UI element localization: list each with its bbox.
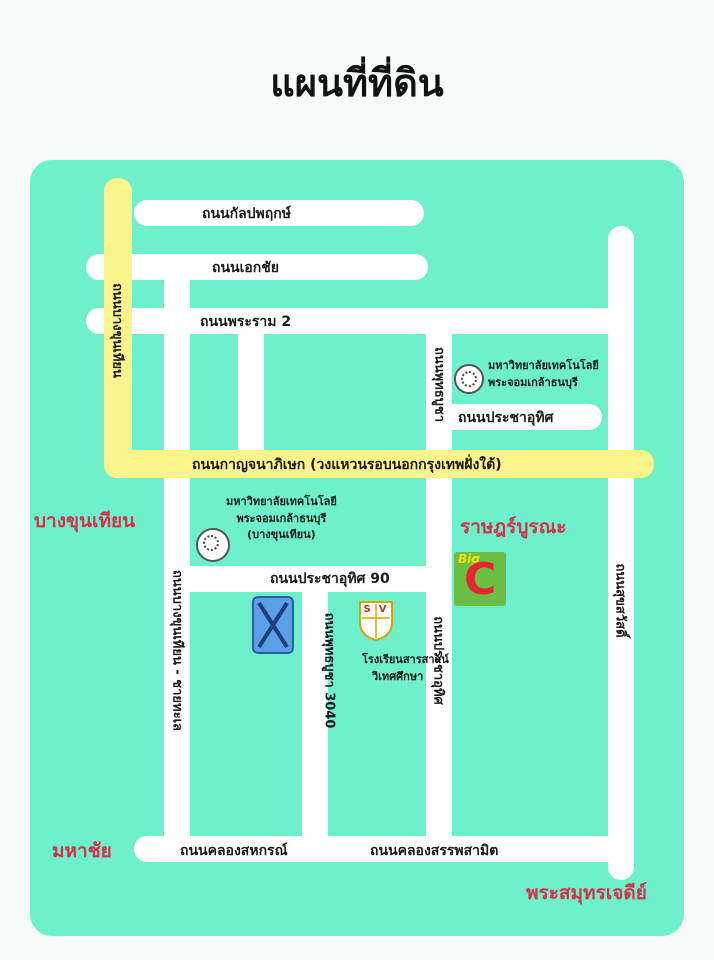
map-title: แผนที่ที่ดิน xyxy=(270,61,444,105)
road-khlong-south xyxy=(134,836,632,862)
landmark-kmutt-bangkhunthian: มหาวิทยาลัยเทคโนโลยี พระจอมเกล้าธนบุรี (… xyxy=(226,494,337,544)
road-3040 xyxy=(302,580,328,850)
university-seal-icon xyxy=(196,528,230,562)
label-rama2: ถนนพระราม 2 xyxy=(200,314,292,330)
label-ekkachai: ถนนเอกชัย xyxy=(212,260,279,276)
road-suksawat xyxy=(608,226,634,880)
bigc-word: Big xyxy=(458,552,480,566)
road-ring-vertical xyxy=(104,178,132,478)
school-line1: โรงเรียนสารสาสน์ xyxy=(362,653,449,666)
area-samutprakan: พระสมุทรเจดีย์ xyxy=(526,882,647,904)
road-prachauthit-vertical xyxy=(426,322,452,850)
label-suksawat: ถนนสุขสวัสดิ์ xyxy=(612,563,628,638)
landmark-kmutt: มหาวิทยาลัยเทคโนโลยี พระจอมเกล้าธนบุรี xyxy=(488,358,599,391)
label-soi-3040: ถนนพุทธบูชา 3040 xyxy=(321,612,337,729)
road-kanlapaphruek xyxy=(134,200,424,226)
school-badge-text: SV xyxy=(363,604,395,615)
label-prachauthit-90: ถนนประชาอุทิศ 90 xyxy=(270,571,390,587)
road-soi-inner xyxy=(238,322,264,472)
kmutt-line2: พระจอมเกล้าธนบุรี xyxy=(488,375,578,389)
school-line2: วิเทศศึกษา xyxy=(372,669,424,683)
school-crest-icon: SV xyxy=(356,598,396,642)
label-phutthabucha-top: ถนนพุทธบูชา xyxy=(431,346,447,423)
label-khlong-sahakorn: ถนนคลองสหกรณ์ xyxy=(180,843,288,859)
land-map: ถนนกัลปพฤกษ์ ถนนเอกชัย ถนนพระราม 2 ถนนกา… xyxy=(30,160,684,936)
kmutt-bkt-line3: (บางขุนเทียน) xyxy=(247,528,316,541)
x-mark-icon xyxy=(252,596,294,654)
label-kanchanaphisek: ถนนกาญจนาภิเษก (วงแหวนรอบนอกกรุงเทพฝั่งใ… xyxy=(192,457,502,473)
road-ekkachai xyxy=(86,254,428,280)
x-mark-glyph xyxy=(257,601,289,649)
university-seal-icon xyxy=(454,364,484,394)
bigc-letter: C xyxy=(464,554,497,605)
road-ring-kanchanaphisek xyxy=(104,450,654,478)
label-kanlapaphruek: ถนนกัลปพฤกษ์ xyxy=(202,206,291,222)
school-crest-glyph xyxy=(359,601,393,642)
label-bangkhunthian-chaitalay: ถนนบางขุนเทียน - ชายทะเล xyxy=(169,570,185,731)
area-bangkhunthian: บางขุนเทียน xyxy=(34,510,136,532)
label-bangkhunthian-west: ถนนบางขุนเทียน xyxy=(109,283,125,378)
label-prachauthit: ถนนประชาอุทิศ xyxy=(458,410,554,426)
road-bangkhunthian-chaitalay xyxy=(164,270,190,850)
big-c-logo-icon: Big C xyxy=(454,552,506,606)
area-mahachai: มหาชัย xyxy=(52,840,112,862)
road-prachauthit-upper xyxy=(434,404,602,430)
kmutt-bkt-line2: พระจอมเกล้าธนบุรี xyxy=(236,511,327,525)
kmutt-line1: มหาวิทยาลัยเทคโนโลยี xyxy=(488,359,599,372)
kmutt-bkt-line1: มหาวิทยาลัยเทคโนโลยี xyxy=(226,495,337,508)
landmark-school: โรงเรียนสารสาสน์ วิเทศศึกษา xyxy=(362,652,449,685)
area-ratburana: ราษฎร์บูรณะ xyxy=(460,516,567,538)
label-khlong-sapphasamit: ถนนคลองสรรพสามิต xyxy=(370,843,499,859)
